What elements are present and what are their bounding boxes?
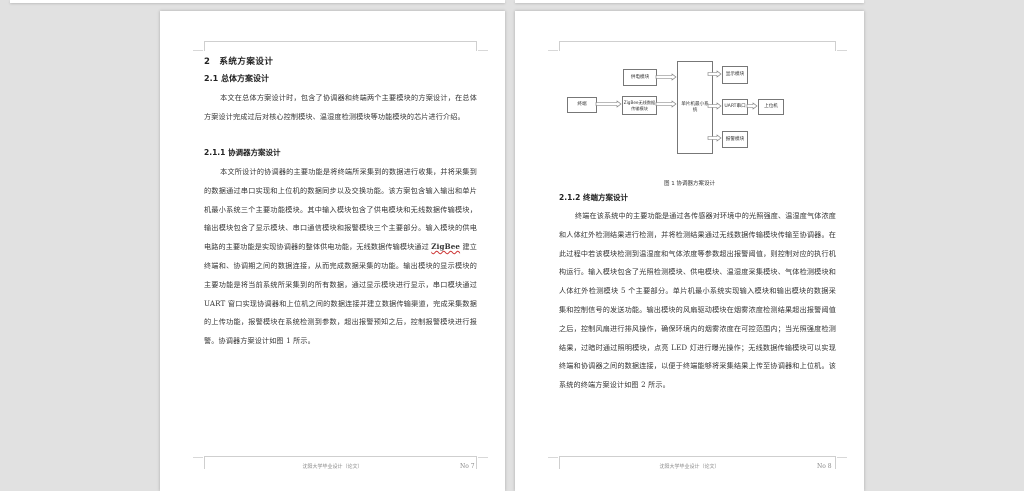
figure-caption: 图 1 协调器方案设计 (664, 181, 715, 187)
header-rule (193, 41, 488, 51)
diagram-box-mcu: 单片机最小系统 (677, 61, 713, 154)
footer-rule (548, 456, 847, 469)
previous-page-edge-left (10, 0, 505, 3)
terminal-design-heading: 2.1.2 终端方案设计 (559, 193, 628, 202)
section-heading: 2 系统方案设计 (204, 57, 274, 67)
header-rule (548, 41, 847, 51)
coordinator-design-heading: 2.1.1 协调器方案设计 (204, 148, 281, 157)
footer-rule (193, 456, 488, 469)
diagram-box-alarm: 报警模块 (722, 131, 748, 148)
diagram-box-host: 上位机 (758, 99, 784, 115)
diagram-box-terminal: 终端 (567, 97, 597, 113)
overall-design-paragraph: 本文在总体方案设计时，包含了协调器和终端两个主要模块的方案设计，在总体方案设计完… (204, 93, 477, 121)
terminal-design-paragraph: 终端在该系统中的主要功能是通过各传感器对环境中的光照强度、温湿度气体浓度和人体红… (559, 211, 836, 390)
diagram-box-zigbee: ZigBee无线数据传输模块 (622, 96, 657, 115)
diagram-box-display: 显示模块 (722, 66, 748, 84)
document-page-8: 终端 供电模块 ZigBee无线数据传输模块 单片机最小系统 显示模块 UART… (515, 11, 864, 491)
document-page-7: 2 系统方案设计 2.1 总体方案设计 本文在总体方案设计时，包含了协调器和终端… (160, 11, 505, 491)
diagram-arrows (595, 70, 758, 142)
footer-title: 沈阳大学毕业设计（论文） (302, 464, 363, 470)
coordinator-design-paragraph: 本文所设计的协调器的主要功能是将终端所采集到的数据进行收集，并将采集到的数据通过… (204, 167, 477, 346)
diagram-box-power: 供电模块 (623, 69, 657, 86)
previous-page-edge-right (515, 0, 864, 3)
zigbee-spellcheck-word[interactable]: ZigBee (431, 242, 461, 252)
diagram-box-uart: UART串口 (722, 99, 748, 115)
subsection-heading: 2.1 总体方案设计 (204, 74, 269, 83)
footer-title: 沈阳大学毕业设计（论文） (659, 464, 720, 470)
page-number: No 8 (817, 463, 832, 470)
page-number: No 7 (460, 463, 475, 470)
coordinator-block-diagram: 终端 供电模块 ZigBee无线数据传输模块 单片机最小系统 显示模块 UART… (560, 59, 790, 169)
